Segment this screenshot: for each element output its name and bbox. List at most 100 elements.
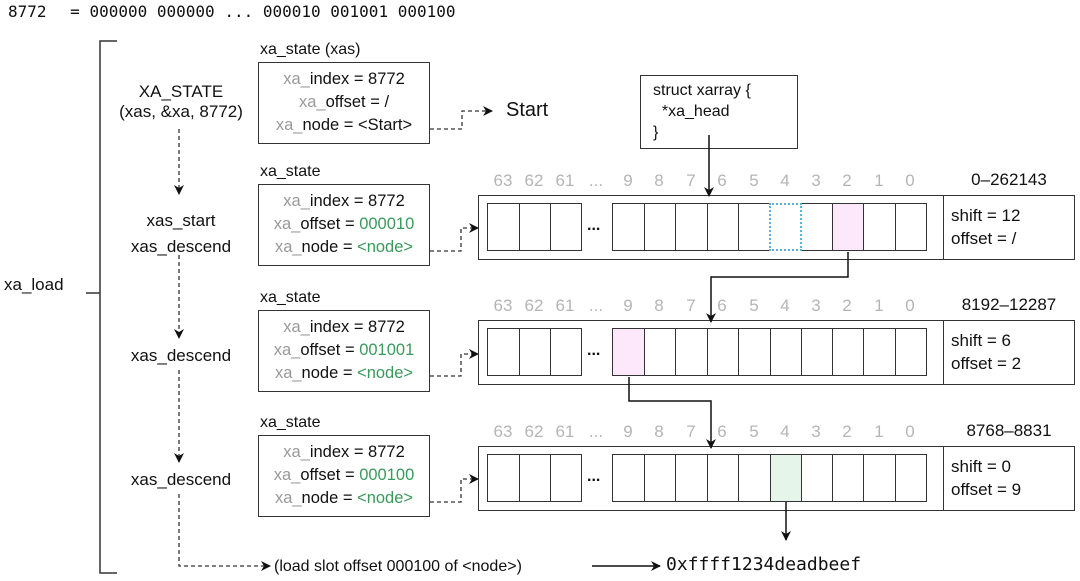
slot-0 — [894, 203, 927, 251]
slot-index-label: ... — [588, 422, 604, 441]
slot-index-label: 7 — [686, 296, 696, 315]
slot-index-label: 7 — [686, 171, 696, 190]
slot-4 — [769, 328, 802, 376]
slot-index-label: 5 — [749, 422, 759, 441]
slot-8 — [643, 454, 676, 502]
slot-61 — [549, 328, 582, 376]
slot-1 — [863, 454, 896, 502]
node-shift: shift = 12 — [951, 206, 1021, 225]
pending-slot-marker — [769, 203, 802, 251]
index-binary: 000000 000000 ... 000010 001001 000100 — [89, 2, 456, 21]
start-label: Start — [506, 99, 549, 121]
slot-7 — [675, 203, 708, 251]
field-name: index = 8772 — [309, 70, 405, 88]
state-to-start-arrow — [430, 106, 493, 130]
slot-1 — [863, 328, 896, 376]
field-prefix: xa_ — [275, 116, 303, 134]
slot-index-label: 63 — [493, 296, 513, 315]
slot-4 — [769, 454, 802, 502]
slot-61 — [549, 203, 582, 251]
index-value: 8772 — [8, 2, 47, 21]
slot-index-label: 6 — [717, 171, 727, 190]
field-name: node = — [302, 116, 358, 134]
field-name: offset = — [300, 341, 360, 359]
state-to-node-arrow — [430, 349, 479, 377]
xa-node-line: xa_node = <node> — [259, 362, 429, 385]
slot-index-label: 1 — [874, 422, 884, 441]
state-title: xa_state — [260, 163, 321, 180]
field-prefix: xa_ — [298, 93, 326, 111]
state-to-node-arrow — [430, 223, 479, 252]
xa-node-line: xa_node = <node> — [259, 236, 429, 259]
field-prefix: xa_ — [274, 364, 302, 382]
slot-62 — [518, 454, 551, 502]
field-name: index = 8772 — [309, 318, 405, 336]
field-prefix: xa_ — [274, 489, 302, 507]
slot-index-label: 5 — [749, 171, 759, 190]
slot-0 — [894, 454, 927, 502]
slot-7 — [675, 328, 708, 376]
slot-5 — [738, 454, 771, 502]
xa-index-line: xa_index = 8772 — [259, 68, 429, 91]
field-name: index = 8772 — [309, 192, 405, 210]
slot-61 — [549, 454, 582, 502]
field-prefix: xa_ — [283, 192, 310, 210]
node-offset: offset = 2 — [951, 354, 1022, 373]
slot-63 — [487, 203, 520, 251]
slot-1 — [863, 203, 896, 251]
slot-index-label: 2 — [842, 171, 852, 190]
slot-index-label: 6 — [717, 296, 727, 315]
slot-6 — [706, 454, 739, 502]
xa-offset-line: xa_offset = 000100 — [259, 464, 429, 487]
slot-index-label: 2 — [842, 422, 852, 441]
xa-index-line: xa_index = 8772 — [259, 441, 429, 464]
node-value: <Start> — [358, 116, 413, 134]
state-title: xa_state — [260, 414, 321, 431]
slot-index-label: 4 — [780, 422, 790, 441]
slot-8 — [643, 203, 676, 251]
step-xa-state: XA_STATE (xas, &xa, 8772) — [106, 82, 256, 122]
slot-index-label: 0 — [905, 171, 915, 190]
field-name: node = — [301, 238, 358, 256]
slot-index-label: 62 — [524, 296, 544, 315]
field-name: index = 8772 — [309, 443, 405, 461]
slot-index-label: 62 — [524, 171, 544, 190]
offset-value: 000100 — [359, 466, 415, 484]
slot-index-label: 5 — [749, 296, 759, 315]
xa-node-line: xa_node = <Start> — [259, 114, 429, 137]
field-prefix: xa_ — [283, 318, 310, 336]
slot-index-label: 61 — [555, 422, 575, 441]
slot-index-label: 0 — [905, 296, 915, 315]
offset-value: 000010 — [359, 215, 415, 233]
load-slot-text: (load slot offset 000100 of <node>) — [274, 558, 522, 575]
field-name: offset = — [300, 215, 360, 233]
field-prefix: xa_ — [273, 466, 301, 484]
slot-index-label: 9 — [623, 296, 633, 315]
node-range: 8192–12287 — [961, 295, 1057, 314]
state-title: xa_state (xas) — [260, 41, 361, 58]
step-label: XA_STATE — [138, 82, 224, 101]
slot-index-label: 9 — [623, 171, 633, 190]
slot-ellipsis: ... — [587, 217, 601, 234]
slot-index-label: ... — [588, 296, 604, 315]
slot-7 — [675, 454, 708, 502]
slot-index-label: 61 — [555, 171, 575, 190]
slot-index-label: 62 — [524, 422, 544, 441]
field-prefix: xa_ — [273, 215, 301, 233]
node-value: <node> — [357, 364, 414, 382]
node-shift: shift = 0 — [951, 457, 1012, 476]
slot-0 — [894, 328, 927, 376]
slot-2 — [831, 203, 864, 251]
node-value: <node> — [357, 238, 414, 256]
slot-63 — [487, 328, 520, 376]
slot-index-label: 63 — [493, 171, 513, 190]
slot-3 — [800, 328, 833, 376]
slot-index-label: 6 — [717, 422, 727, 441]
